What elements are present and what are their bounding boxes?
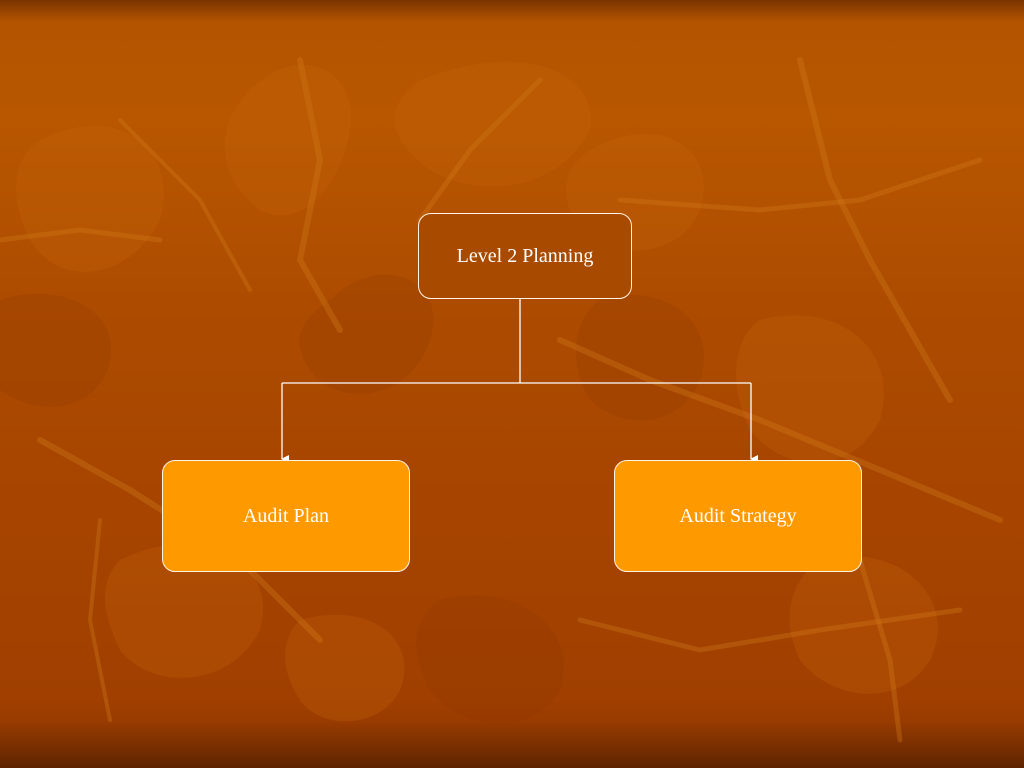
node-audit-strategy: Audit Strategy — [614, 460, 862, 572]
node-audit-plan-label: Audit Plan — [242, 504, 330, 527]
node-audit-plan: Audit Plan — [162, 460, 410, 572]
node-level-2-planning: Level 2 Planning — [418, 213, 632, 299]
node-root-label: Level 2 Planning — [456, 244, 594, 267]
node-audit-strategy-label: Audit Strategy — [679, 504, 797, 527]
